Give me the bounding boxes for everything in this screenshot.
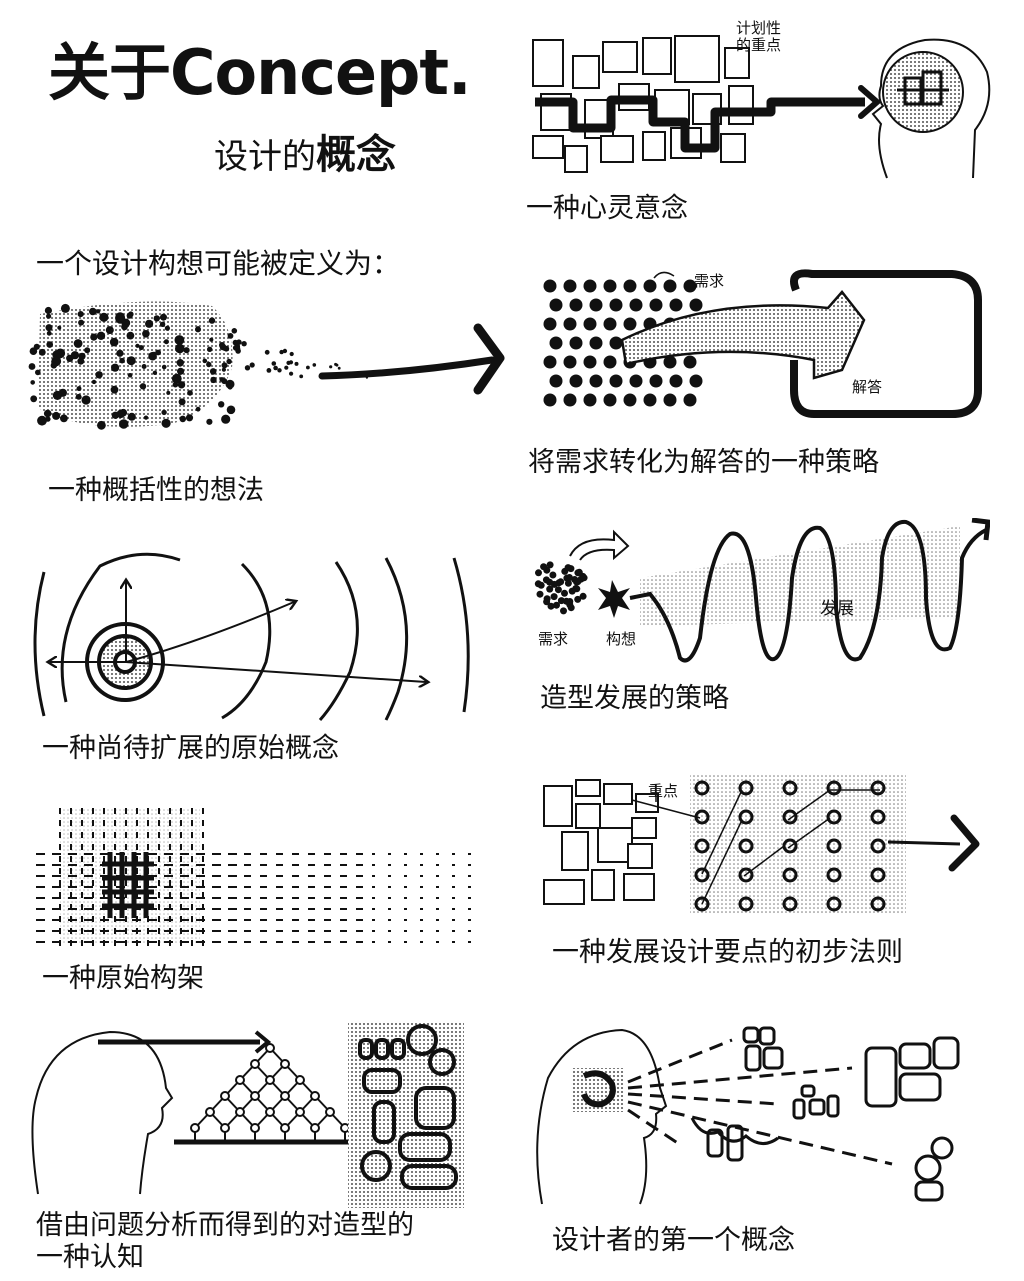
label-planned-focus: 计划性的重点 <box>736 20 781 54</box>
label-planned-focus-line1: 计划性 <box>736 19 782 37</box>
need-to-solution-illustration <box>543 269 982 418</box>
caption-cognition: 借由问题分析而得到的对造型的一种认知 <box>36 1210 414 1274</box>
label-answer: 解答 <box>852 378 883 396</box>
subtitle-bold: 概念 <box>316 132 396 178</box>
label-form-idea: 构想 <box>606 630 637 648</box>
caption-cognition-line2: 一种认知 <box>36 1242 144 1273</box>
caption-general-idea: 一种概括性的想法 <box>48 475 264 506</box>
mental-concept-illustration <box>532 35 991 179</box>
intro-text: 一个设计构想可能被定义为： <box>36 247 401 280</box>
caption-form-strategy: 造型发展的策略 <box>540 683 729 714</box>
label-need: 需求 <box>694 272 725 290</box>
label-planned-focus-line2: 的重点 <box>736 36 782 54</box>
cognition-illustration <box>31 1022 464 1208</box>
designer-concept-illustration <box>536 1026 960 1205</box>
caption-framework: 一种原始构架 <box>42 963 204 994</box>
framework-illustration <box>36 808 471 946</box>
label-focus: 重点 <box>648 782 679 800</box>
caption-rules: 一种发展设计要点的初步法则 <box>552 937 903 968</box>
rules-illustration <box>543 774 980 914</box>
general-idea-illustration <box>28 301 505 430</box>
caption-mental-concept: 一种心灵意念 <box>526 193 688 224</box>
label-form-develop: 发展 <box>820 599 854 619</box>
caption-original-concept: 一种尚待扩展的原始概念 <box>42 733 339 764</box>
caption-designer-concept: 设计者的第一个概念 <box>552 1225 795 1256</box>
original-concept-illustration <box>33 552 470 721</box>
caption-need-to-solution: 将需求转化为解答的一种策略 <box>528 447 879 478</box>
subtitle-regular: 设计的 <box>214 137 316 177</box>
caption-cognition-line1: 借由问题分析而得到的对造型的 <box>36 1210 414 1241</box>
page-title: 关于Concept. <box>48 36 472 109</box>
label-form-need: 需求 <box>538 630 569 648</box>
form-strategy-illustration <box>534 518 990 663</box>
page-subtitle: 设计的概念 <box>214 122 396 180</box>
